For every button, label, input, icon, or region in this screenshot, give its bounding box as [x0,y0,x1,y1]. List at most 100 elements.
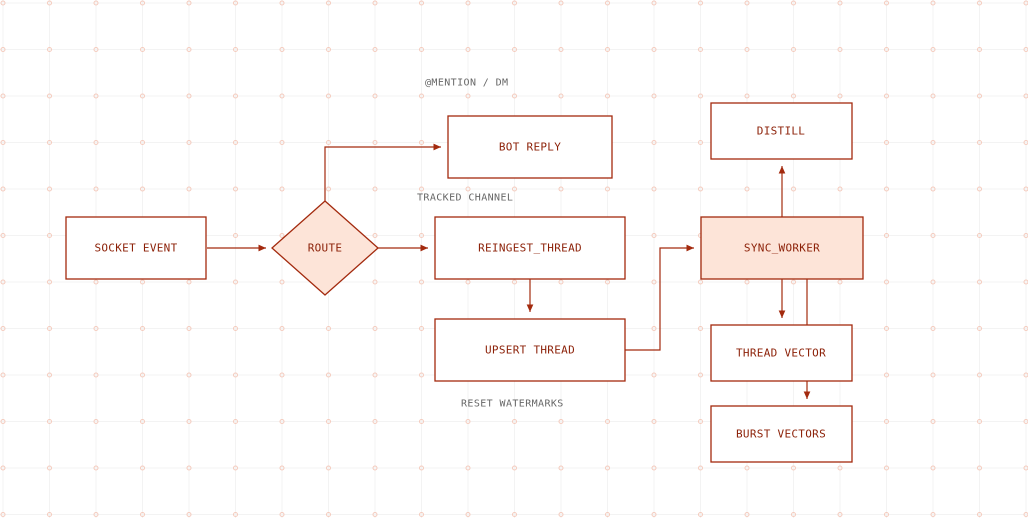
grid-dot [605,0,610,6]
grid-dot [140,47,145,52]
grid-dot [372,186,378,192]
grid-dot [372,93,378,99]
grid-dot [140,465,145,471]
grid-dot [419,326,424,331]
grid-dot [140,372,145,378]
grid-dot [186,419,192,424]
grid-dot [837,0,843,6]
grid-dot [465,93,471,99]
grid-dot [279,140,285,145]
grid-dot [977,0,982,6]
grid-dot [791,47,796,52]
reingest-thread-node [434,216,626,280]
distill-node [710,102,853,160]
socket-event-label: SOCKET EVENT [94,242,177,255]
grid-dot [233,372,238,378]
grid-dot [884,512,889,517]
grid-dot [0,47,6,52]
grid-dot [698,465,703,471]
grid-dot [605,512,610,517]
reingest-thread-label: REINGEST_THREAD [478,242,582,255]
grid-dot [977,186,982,192]
grid-dot [977,326,982,331]
grid-dot [186,93,192,99]
grid-dot [140,279,145,285]
grid-dot [558,47,564,52]
grid-dot [419,419,424,424]
grid-dot [0,419,6,424]
grid-dot [47,419,52,424]
grid-dot [419,372,424,378]
grid-dot [93,140,99,145]
grid-dot [512,93,517,99]
edges [207,143,811,399]
grid-dot [1023,93,1028,99]
grid-dot [698,512,703,517]
grid-dot [0,279,6,285]
grid-dot [791,93,796,99]
sync-worker-label: SYNC_WORKER [744,242,820,255]
grid-dot [1023,419,1028,424]
grid-dot [372,465,378,471]
upsert-thread-node [434,318,626,382]
grid-dot [558,93,564,99]
grid-dot [1023,512,1028,517]
grid-dot [372,326,378,331]
grid-dot [558,419,564,424]
grid-dot [884,93,889,99]
grid-dot [465,186,471,192]
grid-dot [884,419,889,424]
grid-dot [140,93,145,99]
sync-worker-node [700,216,864,280]
grid-dot [930,372,936,378]
grid-dot [372,140,378,145]
grid-dot [744,93,750,99]
route-decision-node [271,200,379,296]
grid-dot [279,465,285,471]
grid-dot [651,279,657,285]
grid-dot [1023,140,1028,145]
grid-dot [558,465,564,471]
grid-dot [930,326,936,331]
grid-dot [279,233,285,238]
grid-dot [791,279,796,285]
grid-dot [884,0,889,6]
grid-dot [930,419,936,424]
grid-dot [372,279,378,285]
grid-dot [884,233,889,238]
grid-dot [558,279,564,285]
grid-dot [930,0,936,6]
grid-dot [372,233,378,238]
grid-dot [93,186,99,192]
grid-dot [0,140,6,145]
grid-dot [419,0,424,6]
burst-vectors-node [710,405,853,463]
grid-dot [744,465,750,471]
grid-dot [512,279,517,285]
grid-dot [372,512,378,517]
grid-dot [698,186,703,192]
grid-dot [372,372,378,378]
grid-dot [233,279,238,285]
grid-dot [698,140,703,145]
grid-dot [558,512,564,517]
grid-dot [233,419,238,424]
grid-dot [884,47,889,52]
grid-dot [930,512,936,517]
grid-dot [372,0,378,6]
grid-dot [651,233,657,238]
grid-dot [0,372,6,378]
grid-dot [744,47,750,52]
grid-dot [884,186,889,192]
thread-vector-label: THREAD VECTOR [736,347,826,360]
grid-dot [605,279,610,285]
grid-dot [698,0,703,6]
grid-dot [651,512,657,517]
grid-dot [93,512,99,517]
grid-dot [698,372,703,378]
grid-dot [512,512,517,517]
thread-vector-node [710,324,853,382]
grid-dot [930,93,936,99]
grid-dot [326,0,331,6]
grid-dot [326,186,331,192]
